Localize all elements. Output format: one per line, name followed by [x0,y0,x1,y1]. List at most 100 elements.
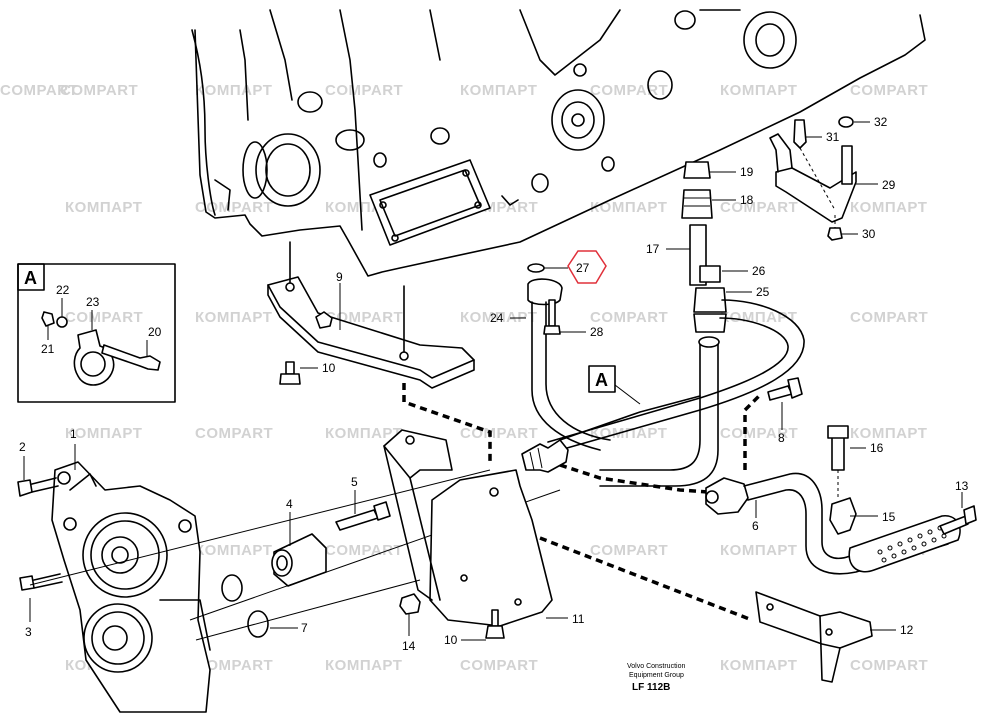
callout-23: 23 [86,295,100,309]
callout-18: 18 [740,193,754,207]
watermark-text: COMPART [195,425,273,442]
caption-line-2: Equipment Group [629,672,684,679]
inspection-cover [369,159,491,246]
watermark-text: COMPART [195,657,273,674]
watermark-text: КОМПАРТ [65,425,142,442]
callout-4: 4 [286,497,293,511]
watermark-text: КОМПАРТ [65,199,142,216]
callout-13: 13 [955,479,969,493]
callout-32: 32 [874,115,888,129]
callout-8: 8 [778,431,785,445]
section-marker: A [588,365,641,405]
oil-pump [17,461,211,713]
caption-line-1: Volvo Construction [627,663,685,670]
callout-17: 17 [646,242,660,256]
callout-19: 19 [740,165,754,179]
watermark-text: КОМПАРТ [720,82,797,99]
watermark-text: COMPART [325,542,403,559]
watermark-text: КОМПАРТ [195,309,272,326]
callout-1: 1 [70,427,77,441]
detail-view-a: A [17,263,176,403]
callout-9: 9 [336,270,343,284]
callout-29: 29 [882,178,896,192]
watermark-text: КОМПАРТ [850,199,927,216]
watermark-text: КОМПАРТ [720,657,797,674]
watermark-text: КОМПАРТ [195,82,272,99]
watermark-text: КОМПАРТ [195,542,272,559]
callout-15: 15 [882,510,896,524]
callout-10-upper: 10 [322,361,336,375]
watermark-text: COMPART [590,309,668,326]
detail-label-box [17,263,45,291]
suction-pipe [705,377,977,683]
watermark-text: COMPART [850,657,928,674]
pipe-assembly [521,161,805,487]
bolt-10-lower [485,625,505,639]
strainer [848,515,961,573]
watermark-text: КОМПАРТ [850,425,927,442]
callout-numbers: 1 2 3 4 5 6 7 8 9 10 10 11 12 13 14 15 1… [19,115,969,653]
watermark-text: КОМПАРТ [460,82,537,99]
bracket-11 [383,429,553,639]
watermark-row-4: КОМПАРТ COMPART КОМПАРТ COMPART КОМПАРТ … [65,425,927,442]
washer-27 [527,263,545,273]
watermark-text: COMPART [850,309,928,326]
section-marker-label: A [595,370,608,390]
nut-14 [399,593,421,615]
bracket-29 [769,116,857,241]
union-fitting [521,439,569,473]
callout-6: 6 [752,519,759,533]
callout-26: 26 [752,264,766,278]
highlight-hexagon [567,250,607,284]
callout-12: 12 [900,623,914,637]
bolt-20 [101,344,161,371]
watermark-text: КОМПАРТ [325,425,402,442]
watermark-text: КОМПАРТ [720,542,797,559]
watermark-text: COMPART [850,82,928,99]
watermark-text: COMPART [590,82,668,99]
bracket-nut [315,311,333,329]
fitting-18 [681,189,713,219]
watermark-text: COMPART [460,425,538,442]
bolt-8 [767,385,793,401]
bolt-28 [548,299,556,327]
pipe-flange [705,477,749,515]
callout-5: 5 [351,475,358,489]
watermark-text: COMPART [325,82,403,99]
callout-16: 16 [870,441,884,455]
watermark-text: COMPART [590,542,668,559]
watermark-text: КОМПАРТ [460,309,537,326]
strainer-holes [877,525,947,563]
callout-10-lower: 10 [444,633,458,647]
callout-11: 11 [572,612,585,626]
watermark-text: COMPART [0,82,78,99]
callout-30: 30 [862,227,876,241]
bolt-10-head [279,373,301,385]
watermark-text: КОМПАРТ [325,657,402,674]
watermark-text: КОМПАРТ [590,425,667,442]
bolt-3-head [19,575,35,591]
callout-22: 22 [56,283,70,297]
watermark-row-2: КОМПАРТ COMPART КОМПАРТ COMPART КОМПАРТ … [65,199,927,216]
engine-block [191,9,926,277]
caption-code: LF 112B [632,682,670,693]
watermark-text: КОМПАРТ [590,199,667,216]
cap-19 [683,161,711,179]
callout-20: 20 [148,325,162,339]
callout-21: 21 [41,342,55,356]
watermark-text: КОМПАРТ [720,309,797,326]
watermark-text: COMPART [720,425,798,442]
callout-27: 27 [576,261,590,275]
bolt-5 [335,509,379,531]
banjo-27-fitting [527,278,563,306]
bolt-2-head [17,479,33,497]
watermark-text: COMPART [720,199,798,216]
engine-plug [551,89,605,151]
engine-plug [743,11,797,69]
nut-32 [838,116,854,128]
callout-7: 7 [301,621,308,635]
pump-gear-large [82,512,168,598]
dashed-leader [402,383,492,462]
